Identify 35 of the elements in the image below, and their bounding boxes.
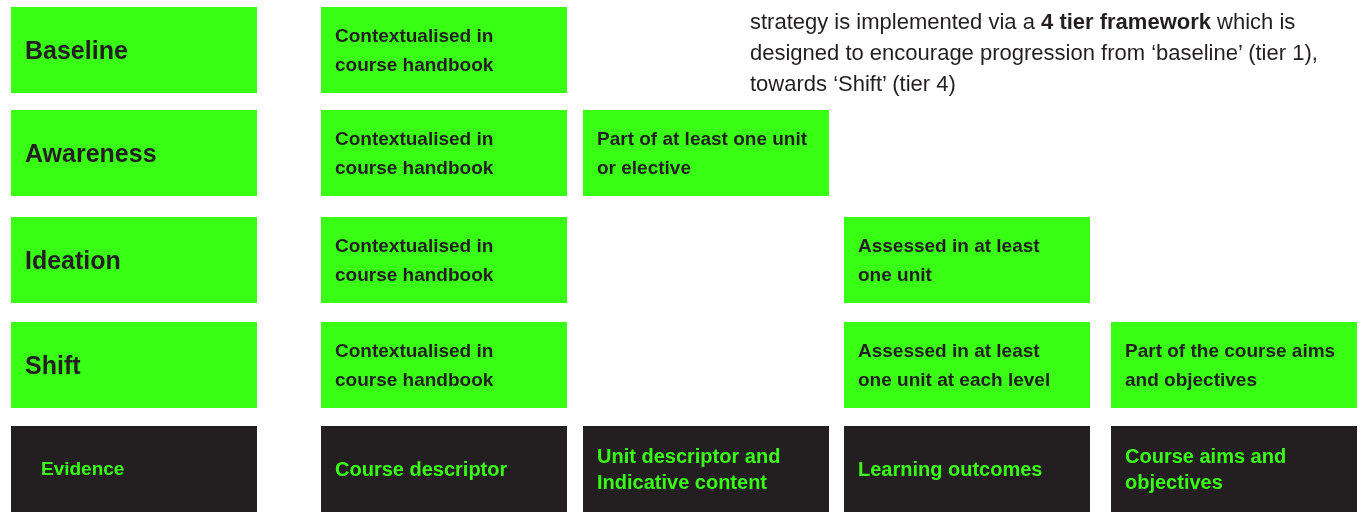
evidence-box: [1111, 426, 1357, 512]
criterion-box: [844, 322, 1090, 408]
tier-label: Awareness: [25, 138, 157, 168]
box-text: Course descriptor: [335, 457, 508, 482]
box-text: Contextualised in course handbook: [335, 127, 495, 180]
box-text: Course aims and objectives: [1125, 444, 1288, 495]
evidence-box: [321, 426, 567, 512]
tier-label: Ideation: [25, 245, 121, 275]
box-text: Assessed in at least one unit: [858, 234, 1041, 287]
tier-box: [11, 7, 257, 93]
evidence-box: [844, 426, 1090, 512]
tier-label: Evidence: [40, 457, 125, 481]
tier-box: [11, 322, 257, 408]
tier-label: Baseline: [25, 35, 128, 65]
criterion-box: [321, 7, 567, 93]
box-text: Unit descriptor and Indicative content: [597, 444, 782, 495]
criterion-box: [844, 217, 1090, 303]
box-text: Part of the course aims and objectives: [1125, 339, 1337, 392]
box-text: Learning outcomes: [858, 457, 1043, 482]
box-text: Contextualised in course handbook: [335, 339, 495, 392]
row-header-cell: [11, 426, 257, 512]
tier-box: [11, 217, 257, 303]
box-text: Part of at least one unit or elective: [597, 127, 809, 180]
box-text: Assessed in at least one unit at each level: [858, 339, 1052, 392]
description-paragraph: strategy is implemented via a 4 tier framework which is designed to encourage progression from ‘baseline’ (tier 1), towards ‘Shift’ (tier 4): [750, 8, 1319, 98]
criterion-box: [321, 110, 567, 196]
criterion-box: [583, 110, 829, 196]
criterion-box: [1111, 322, 1357, 408]
evidence-box: [583, 426, 829, 512]
tier-box: [11, 110, 257, 196]
tier-label: Shift: [25, 350, 81, 380]
box-text: Contextualised in course handbook: [335, 24, 495, 77]
criterion-box: [321, 322, 567, 408]
criterion-box: [321, 217, 567, 303]
box-text: Contextualised in course handbook: [335, 234, 495, 287]
